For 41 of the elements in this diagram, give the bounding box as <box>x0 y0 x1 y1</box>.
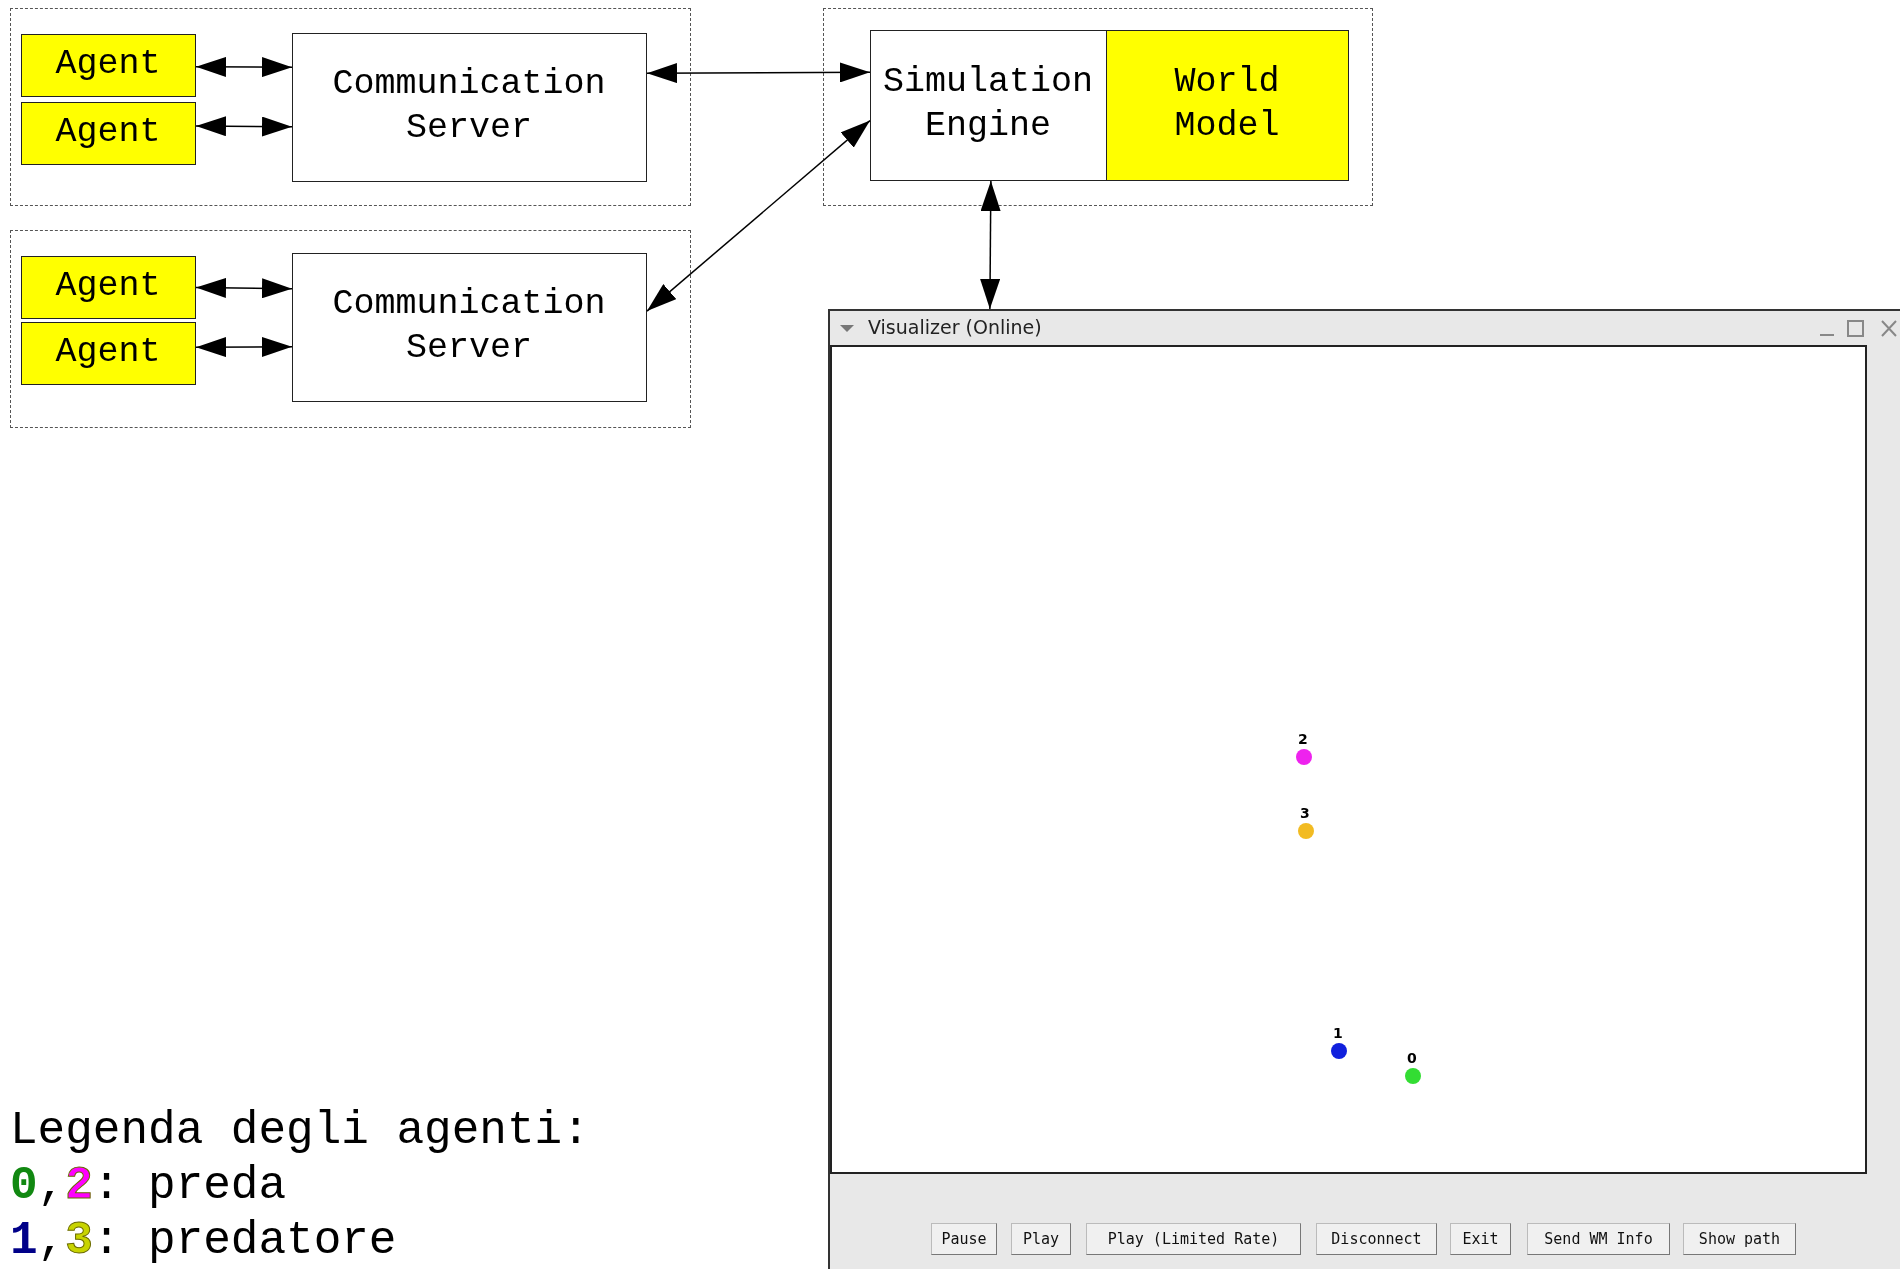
toolbar-button: Pause <box>931 1223 997 1255</box>
legend-entry: 1,3: predatore <box>10 1215 397 1267</box>
double-arrow <box>980 180 1001 310</box>
box-label: Agent <box>55 111 161 155</box>
double-arrow <box>646 119 871 312</box>
world-model-box <box>1105 29 1349 181</box>
agent-box <box>20 321 196 385</box>
double-arrow <box>195 277 293 299</box>
visualizer-window <box>828 309 1900 1269</box>
box-label: Simulation Engine <box>881 61 1094 148</box>
server-box <box>291 32 647 182</box>
legend-heading: Legenda degli agenti: <box>10 1105 590 1157</box>
dashed-group-frame <box>823 8 1373 206</box>
dashed-group-frame <box>10 8 691 206</box>
agent-number: 1 <box>1333 1025 1343 1041</box>
toolbar-button: Play (Limited Rate) <box>1086 1223 1301 1255</box>
agent-number: 3 <box>1300 805 1310 821</box>
box-label: World Model <box>1173 61 1281 148</box>
box-label: Agent <box>55 331 161 375</box>
double-arrow <box>195 336 293 358</box>
agent-box <box>20 33 196 97</box>
double-arrow <box>195 116 293 137</box>
double-arrow <box>646 62 871 84</box>
agent-number: 2 <box>1298 731 1308 747</box>
toolbar-button: Send WM Info <box>1527 1223 1670 1255</box>
box-label: Communication Server <box>331 63 607 150</box>
box-label: Agent <box>55 265 161 309</box>
toolbar-button: Disconnect <box>1316 1223 1437 1255</box>
agent-box <box>20 255 196 319</box>
toolbar-button: Play <box>1011 1223 1071 1255</box>
double-arrow <box>195 56 293 78</box>
window-title: Visualizer (Online) <box>868 316 1042 338</box>
toolbar-button: Exit <box>1450 1223 1511 1255</box>
dashed-group-frame <box>10 230 691 428</box>
box-label: Agent <box>55 43 161 87</box>
box-label: Communication Server <box>331 283 607 370</box>
server-box <box>291 252 647 402</box>
agent-box <box>20 101 196 165</box>
agent-number: 0 <box>1407 1050 1417 1066</box>
toolbar-button: Show path <box>1683 1223 1796 1255</box>
legend-entry: 0,2: preda <box>10 1160 287 1212</box>
